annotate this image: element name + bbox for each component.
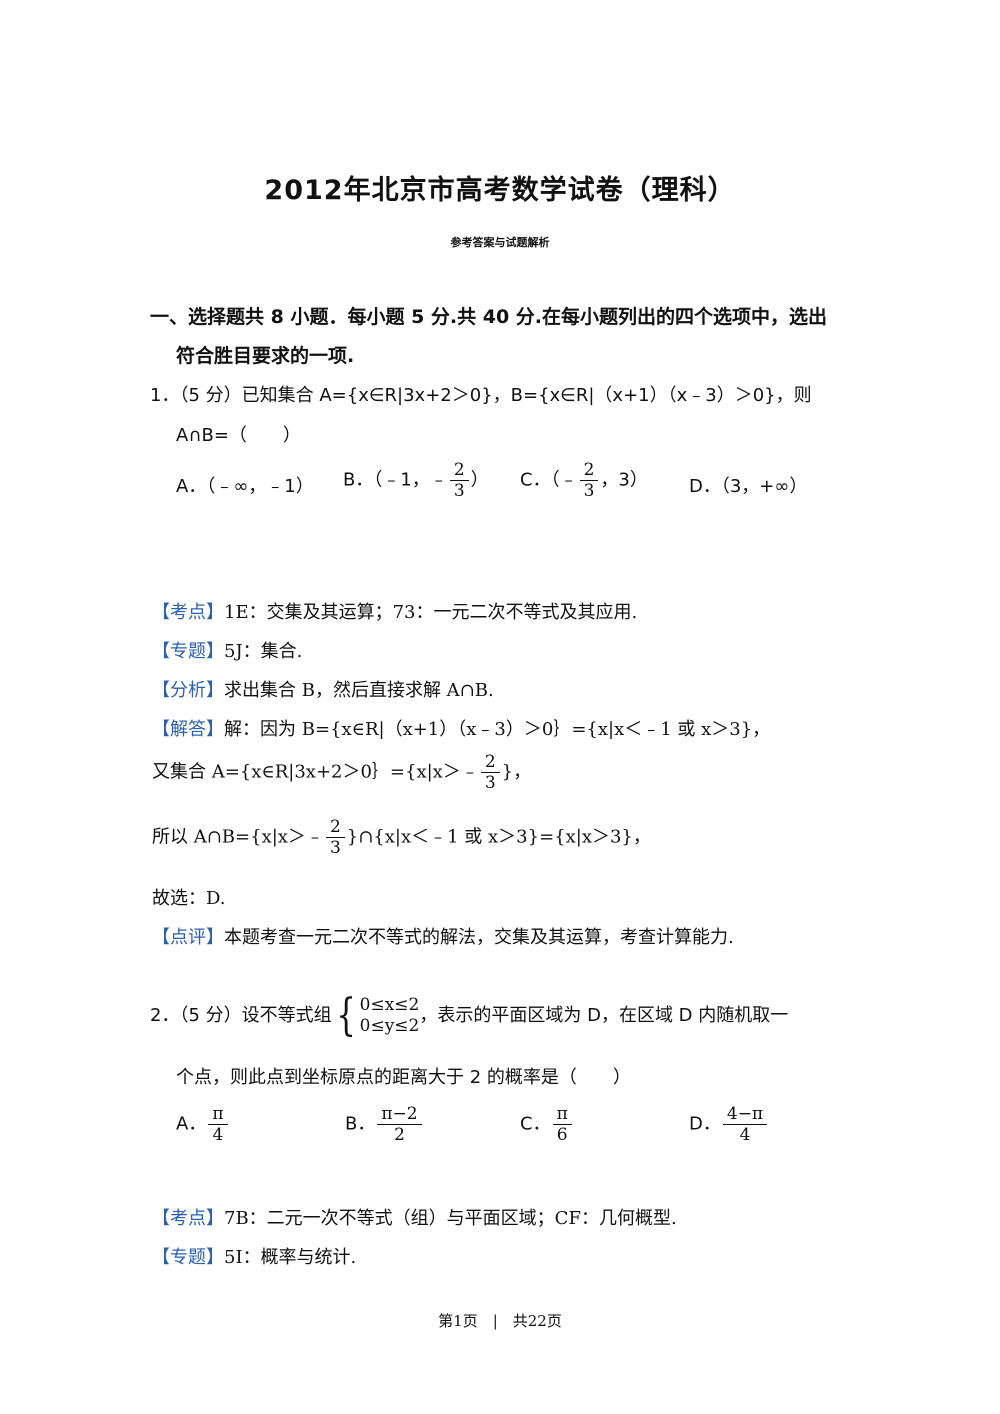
- page-title: 2012年北京市高考数学试卷（理科）: [264, 175, 736, 206]
- option-label: C．: [520, 1113, 551, 1135]
- jieda2-prefix: 又集合 A={x∈R|3x+2＞0｝={x|x＞﹣: [152, 761, 479, 783]
- q1-option-c-suffix: ，3）: [600, 469, 648, 491]
- fraction-denominator: 6: [556, 1125, 568, 1145]
- jieda3-suffix: }∩{x|x＜﹣1 或 x＞3}={x|x＞3}，: [346, 826, 651, 848]
- zhuanti-tag: 【专题】: [152, 641, 224, 662]
- fraction-numerator: 2: [325, 817, 345, 838]
- q1-fenxi: 【分析】求出集合 B，然后直接求解 A∩B.: [152, 676, 494, 702]
- option-label: D．: [689, 1113, 721, 1135]
- fraction-denominator: 3: [583, 481, 595, 501]
- q2-stem-prefix: 2．（5 分）设不等式组: [150, 1005, 332, 1026]
- zhuanti-text: 5J：集合.: [224, 641, 303, 662]
- q1-option-b-prefix: B．（﹣1，﹣: [343, 469, 448, 491]
- inequality-2: 0≤y≤2: [359, 1016, 420, 1036]
- q1-kaodian: 【考点】1E：交集及其运算；73：一元二次不等式及其应用.: [152, 598, 637, 624]
- page-subtitle: 参考答案与试题解析: [450, 236, 550, 249]
- page-footer: 第1页 | 共22页: [438, 1312, 562, 1330]
- fraction-denominator: 3: [329, 838, 341, 858]
- fraction-numerator: 4−π: [722, 1104, 768, 1125]
- q1-jieda: 【解答】解：因为 B={x∈R|（x+1）（x﹣3）＞0｝={x|x＜﹣1 或 …: [152, 715, 770, 741]
- q1-option-a: A．（﹣∞，﹣1）: [176, 476, 314, 497]
- q1-answer: 故选：D.: [152, 888, 226, 909]
- zhuanti-text: 5I：概率与统计.: [224, 1247, 357, 1268]
- zhuanti-tag: 【专题】: [152, 1247, 224, 1268]
- q2-stem-line2: 个点，则此点到坐标原点的距离大于 2 的概率是（ ）: [176, 1067, 631, 1088]
- kaodian-tag: 【考点】: [152, 1208, 224, 1229]
- dianping-tag: 【点评】: [152, 927, 224, 948]
- fraction-denominator: 3: [453, 481, 465, 501]
- fraction-denominator: 2: [394, 1125, 405, 1145]
- kaodian-text: 1E：交集及其运算；73：一元二次不等式及其应用.: [224, 602, 638, 623]
- dianping-text: 本题考查一元二次不等式的解法，交集及其运算，考查计算能力.: [224, 927, 734, 948]
- q1-stem-line1: 1．（5 分）已知集合 A={x∈R|3x+2＞0}，B={x∈R|（x+1）（…: [150, 385, 812, 406]
- kaodian-text: 7B：二元一次不等式（组）与平面区域；CF：几何概型.: [224, 1208, 677, 1229]
- fraction-numerator: π: [552, 1104, 572, 1125]
- q1-zhuanti: 【专题】5J：集合.: [152, 637, 302, 663]
- q2-stem-suffix: ，表示的平面区域为 D，在区域 D 内随机取一: [419, 1005, 789, 1026]
- q1-dianping: 【点评】本题考查一元二次不等式的解法，交集及其运算，考查计算能力.: [152, 923, 734, 949]
- fraction-numerator: 2: [449, 460, 469, 481]
- fenxi-text: 求出集合 B，然后直接求解 A∩B.: [224, 680, 494, 701]
- fraction-denominator: 4: [739, 1125, 751, 1145]
- kaodian-tag: 【考点】: [152, 602, 224, 623]
- fraction-numerator: 2: [480, 752, 500, 773]
- q1-option-d: D．（3，+∞）: [689, 476, 808, 497]
- jieda-text: 解：因为 B={x∈R|（x+1）（x﹣3）＞0｝={x|x＜﹣1 或 x＞3}…: [224, 719, 771, 740]
- q2-kaodian: 【考点】7B：二元一次不等式（组）与平面区域；CF：几何概型.: [152, 1204, 677, 1230]
- option-label: B．: [345, 1113, 376, 1135]
- fraction-numerator: π−2: [377, 1104, 422, 1125]
- q1-option-b-suffix: ）: [470, 469, 489, 491]
- fraction-denominator: 3: [484, 773, 496, 793]
- section-heading-line2: 符合胜目要求的一项.: [176, 345, 355, 367]
- option-label: A．: [176, 1113, 207, 1135]
- jieda2-suffix: }，: [501, 761, 532, 783]
- fenxi-tag: 【分析】: [152, 680, 224, 701]
- section-heading-line1: 一、选择题共 8 小题．每小题 5 分.共 40 分.在每小题列出的四个选项中，…: [150, 306, 828, 328]
- fraction-denominator: 4: [212, 1125, 224, 1145]
- left-brace-icon: {: [335, 990, 356, 1041]
- inequality-1: 0≤x≤2: [359, 995, 420, 1015]
- q2-zhuanti: 【专题】5I：概率与统计.: [152, 1243, 356, 1269]
- jieda3-prefix: 所以 A∩B={x|x＞﹣: [152, 826, 324, 848]
- q1-stem-line2: A∩B=（ ）: [176, 425, 301, 446]
- q1-option-c-prefix: C．（﹣: [520, 469, 578, 491]
- fraction-numerator: 2: [579, 460, 599, 481]
- jieda-tag: 【解答】: [152, 719, 224, 740]
- fraction-numerator: π: [208, 1104, 228, 1125]
